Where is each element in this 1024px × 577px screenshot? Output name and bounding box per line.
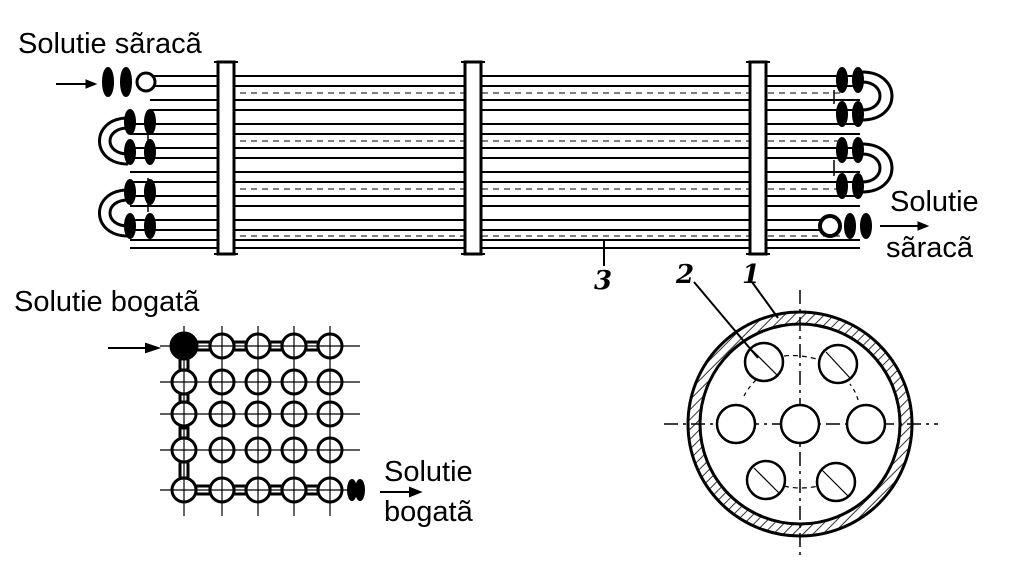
inner-tube	[815, 461, 857, 503]
support-plate-left	[216, 60, 236, 256]
tube-layout-front-view	[108, 326, 423, 516]
right-u-bends	[861, 70, 894, 194]
tube-circles	[169, 331, 344, 504]
inner-tube	[817, 343, 859, 385]
rich-inlet-arrow	[108, 342, 162, 354]
support-plate-middle	[463, 60, 483, 256]
support-plate-right	[748, 60, 768, 256]
tube-bundle-side-view	[98, 60, 894, 256]
right-flanges	[818, 67, 872, 239]
left-u-bends	[98, 116, 129, 238]
rich-outlet-arrow	[380, 486, 423, 498]
callout-1-leader	[751, 281, 779, 319]
callout-1: 1	[742, 260, 761, 290]
inner-tube	[715, 403, 757, 445]
rich-solution-outlet-label-line2: bogatã	[384, 496, 473, 528]
rich-solution-outlet-label-line1: Solutie	[384, 456, 473, 488]
rich-solution-inlet-label: Solutie bogatã	[14, 286, 200, 318]
bolt-markers	[147, 90, 835, 212]
poor-solution-outlet-label-line1: Solutie	[890, 186, 979, 218]
callout-2: 2	[676, 260, 695, 290]
rich-outlet-stub	[347, 479, 365, 501]
poor-outlet-arrow	[880, 221, 930, 231]
callout-3: 3	[594, 266, 613, 296]
poor-inlet-arrow	[56, 79, 98, 89]
shell-cross-section	[664, 281, 938, 556]
inner-tube	[779, 403, 821, 445]
callout-2-leader	[693, 281, 759, 359]
grid-connectors	[178, 340, 320, 496]
hidden-lines	[240, 92, 840, 237]
poor-solution-inlet-label: Solutie sãracã	[18, 28, 202, 60]
poor-solution-outlet-label-line2: sãracã	[886, 232, 974, 264]
inner-tube	[845, 403, 887, 445]
